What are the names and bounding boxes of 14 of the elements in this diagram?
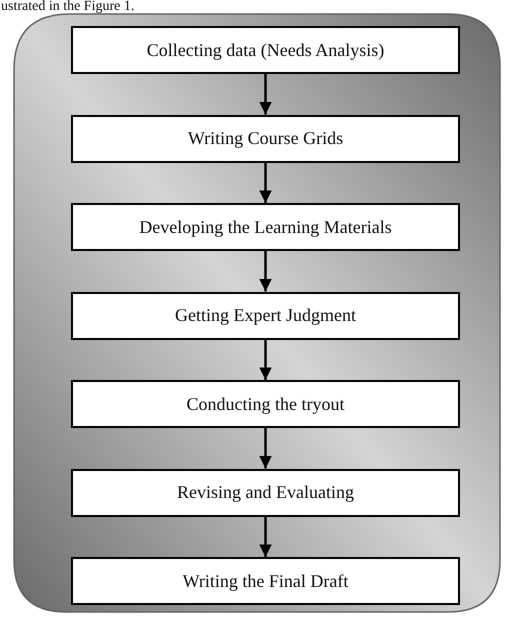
arrow [259, 162, 272, 203]
process-box: Revising and Evaluating [71, 468, 460, 516]
process-box: Conducting the tryout [71, 380, 460, 428]
process-box: Writing the Final Draft [71, 557, 460, 605]
process-box: Getting Expert Judgment [71, 292, 460, 340]
body-text: ustrated in the Figure 1. [1, 0, 134, 14]
arrow [259, 428, 272, 468]
arrow [259, 340, 272, 380]
process-box: Collecting data (Needs Analysis) [71, 26, 460, 74]
arrow [259, 74, 272, 114]
process-box: Writing Course Grids [71, 114, 460, 162]
arrow [259, 251, 272, 292]
process-box: Developing the Learning Materials [71, 203, 460, 251]
arrow [259, 516, 272, 557]
